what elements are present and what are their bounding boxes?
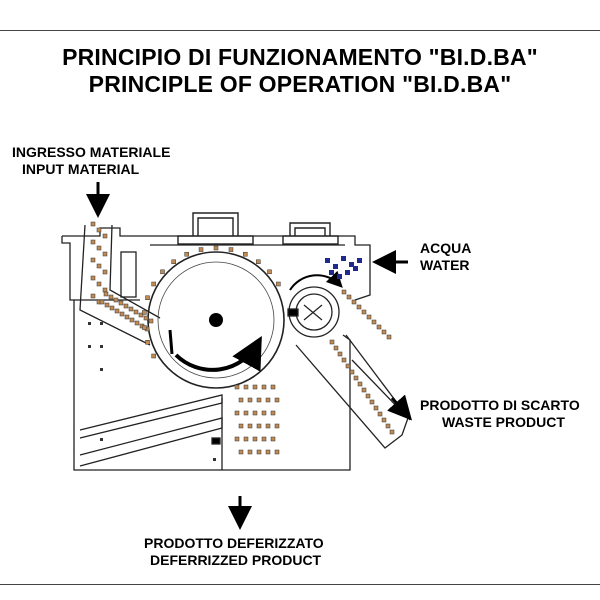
rotation-arrow-icon xyxy=(174,335,262,372)
title-english: PRINCIPLE OF OPERATION "BI.D.BA" xyxy=(88,71,512,97)
label-waste-english: WASTE PRODUCT xyxy=(442,414,565,430)
secondary-drum xyxy=(287,270,343,338)
waste-arrow-icon xyxy=(387,394,412,421)
label-deferrized-english: DEFERRIZZED PRODUCT xyxy=(150,552,322,568)
top-handles xyxy=(177,212,339,245)
label-waste-italian: PRODOTTO DI SCARTO xyxy=(420,397,580,413)
input-hopper xyxy=(79,224,161,346)
lower-chutes xyxy=(79,394,223,470)
magnetic-drum xyxy=(147,251,285,389)
water-drops-icon xyxy=(325,256,362,279)
bottom-border-line xyxy=(0,584,600,585)
label-water-english: WATER xyxy=(420,257,470,273)
top-border-line xyxy=(0,30,600,31)
label-input-english: INPUT MATERIAL xyxy=(22,161,140,177)
title-italian: PRINCIPIO DI FUNZIONAMENTO "BI.D.BA" xyxy=(62,44,538,70)
label-water-italian: ACQUA xyxy=(420,240,472,256)
label-input-italian: INGRESSO MATERIALE xyxy=(12,144,171,160)
flow-arrows xyxy=(86,182,412,530)
drum-axle-icon xyxy=(209,313,223,327)
label-deferrized-italian: PRODOTTO DEFERIZZATO xyxy=(144,535,324,551)
secondary-rotation-icon xyxy=(289,270,343,291)
machine-housing xyxy=(61,227,371,471)
panel-bolts xyxy=(88,322,216,461)
material-particles xyxy=(90,221,395,455)
